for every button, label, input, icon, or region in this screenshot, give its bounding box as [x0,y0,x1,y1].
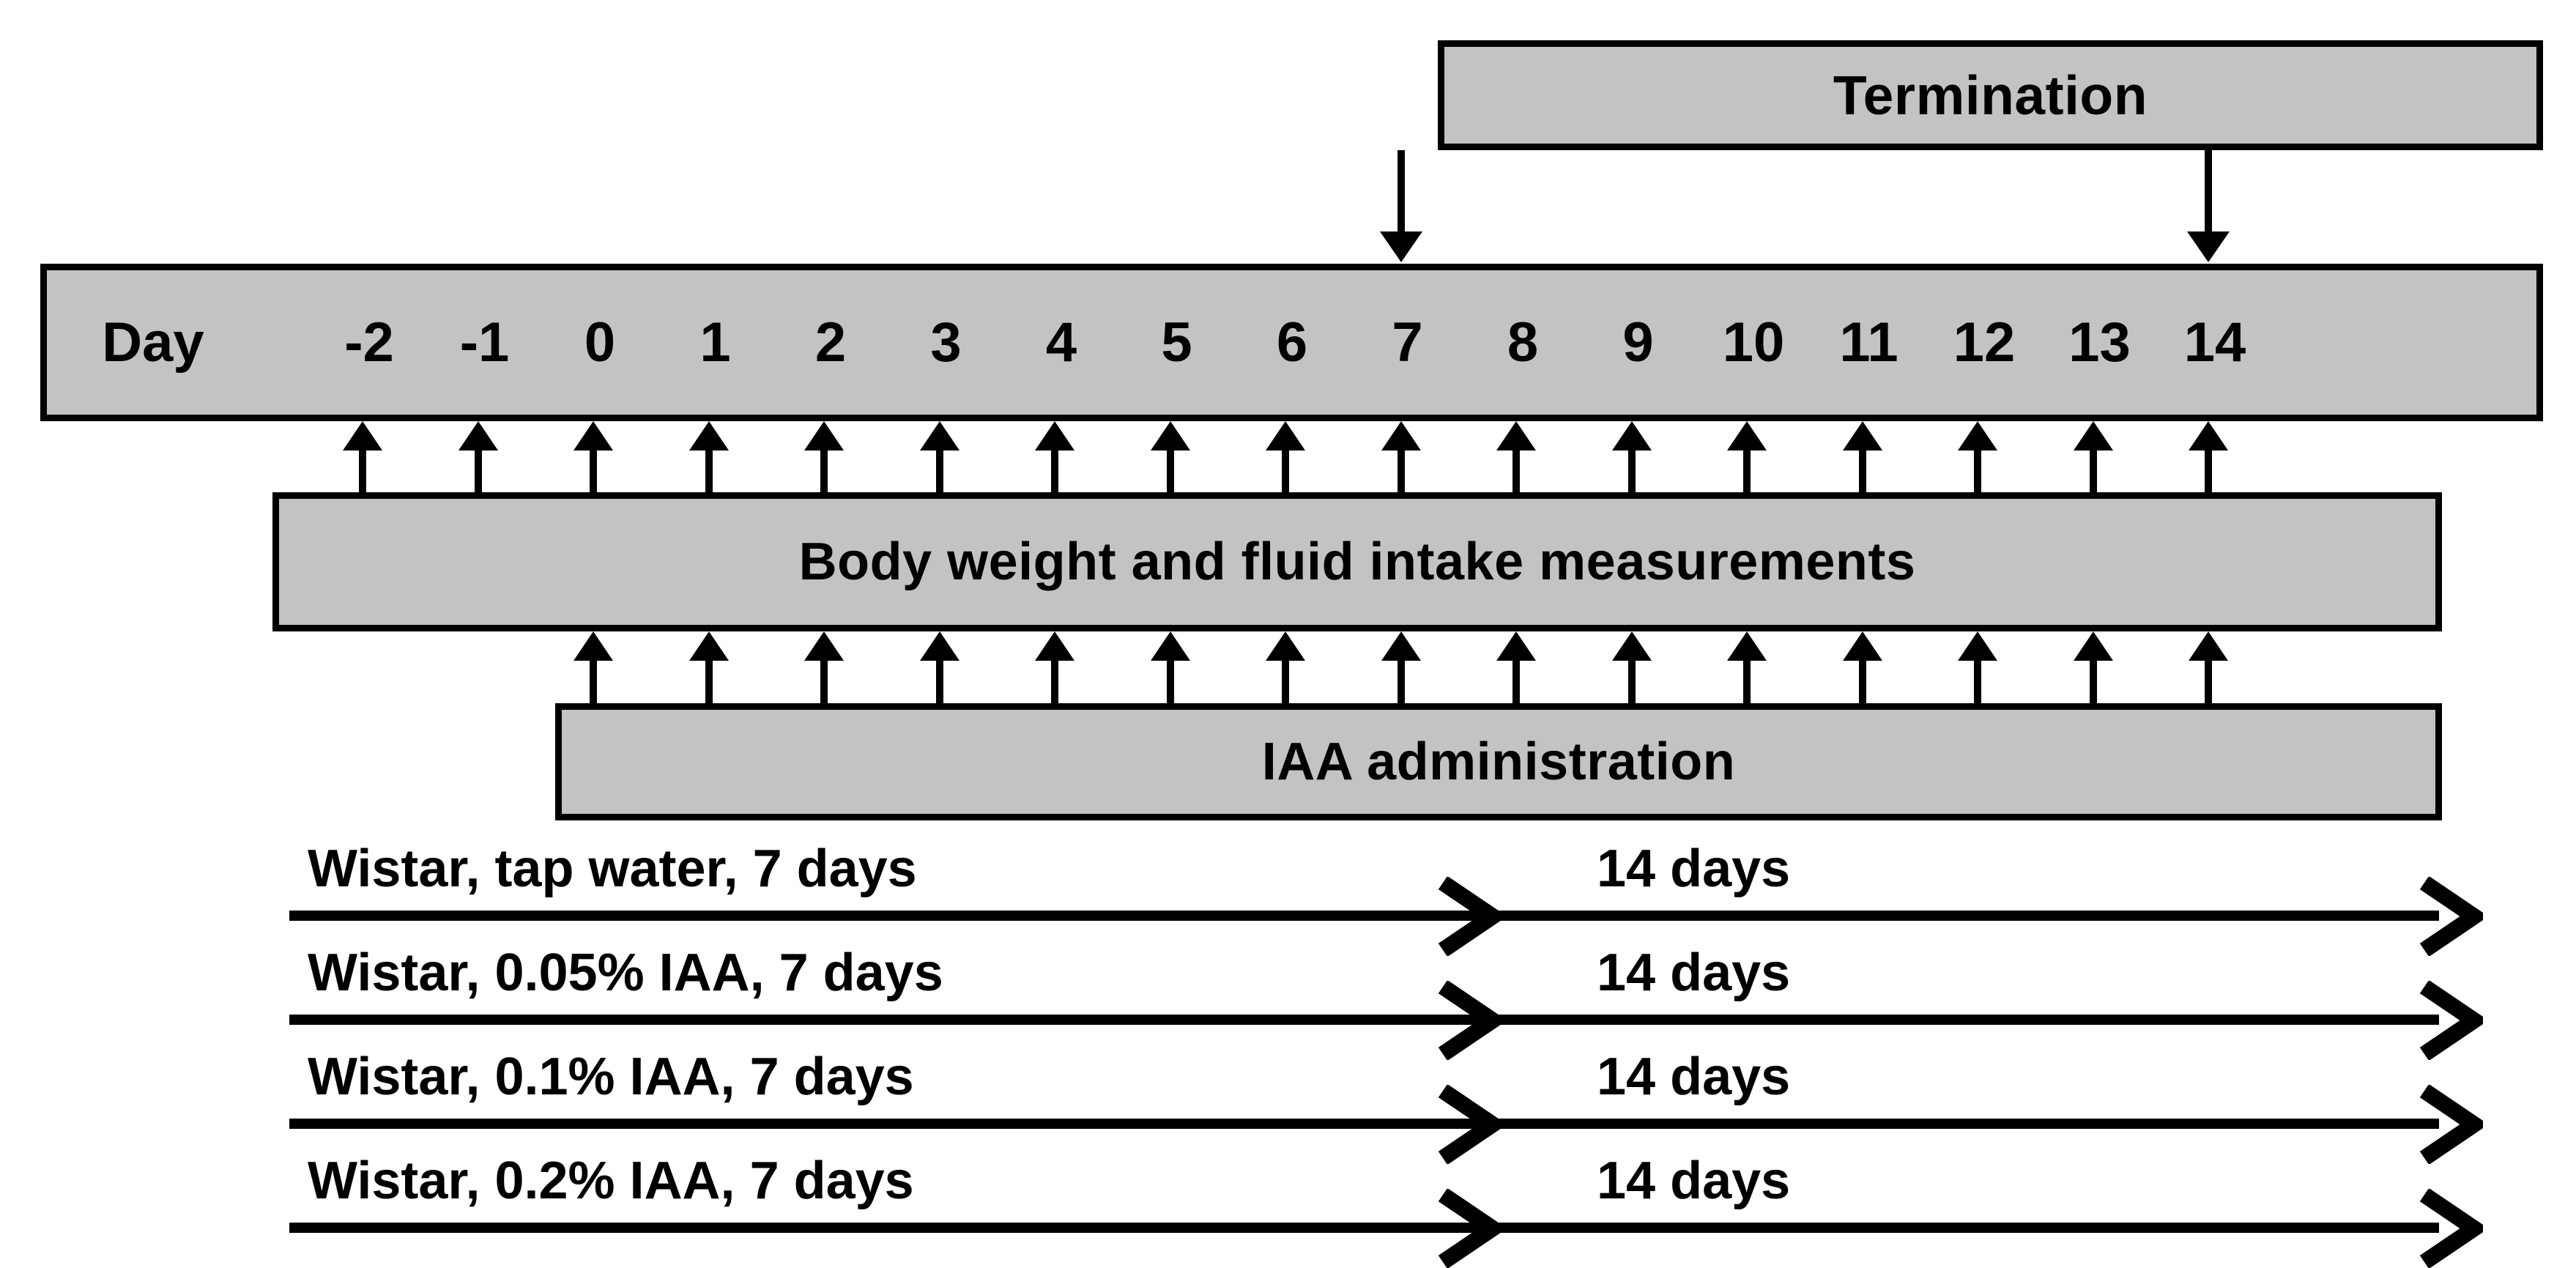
group-timeline-line [289,1119,2439,1129]
bodyweight-up-arrow-day5 [1166,449,1174,494]
group-timeline-line [289,1223,2439,1233]
day-tick-7: 7 [1392,311,1423,374]
chevron-right-icon-midpoint [1436,981,1502,1060]
bodyweight-up-arrow-day7 [1397,449,1405,494]
chevron-right-icon-midpoint [1436,877,1502,956]
day-tick-14: 14 [2183,311,2246,374]
group-duration-label: 14 days [1597,1048,1791,1106]
day-tick-2: 2 [814,311,847,374]
chevron-right-icon-end [2417,1189,2483,1268]
day-tick-3: 3 [930,311,962,374]
bodyweight-up-arrow-day14 [2205,449,2212,494]
bodyweight-up-arrow-day6 [1282,449,1289,494]
group-duration-label: 14 days [1597,839,1791,898]
group-row: Wistar, 0.2% IAA, 7 days 14 days [0,1151,2576,1268]
day-tick-minus1: -1 [459,311,510,374]
bodyweight-up-arrow-day3 [935,449,943,494]
day-tick-8: 8 [1507,311,1539,374]
iaa-label: IAA administration [1261,733,1736,791]
iaa-up-arrow-day4 [1051,659,1058,705]
group-label: Wistar, 0.1% IAA, 7 days [308,1048,914,1106]
iaa-up-arrow-day3 [935,659,943,705]
iaa-up-arrow-day5 [1166,659,1174,705]
termination-box: Termination [1438,40,2543,150]
group-label: Wistar, tap water, 7 days [308,839,917,898]
iaa-up-arrow-day7 [1397,659,1405,705]
group-duration-label: 14 days [1597,943,1791,1002]
day-tick-13: 13 [2068,311,2131,374]
bodyweight-up-arrow-day9 [1627,449,1636,494]
group-timeline-line [289,1015,2439,1025]
bodyweight-up-arrow-day8 [1512,449,1520,494]
bodyweight-up-arrow-day1 [705,449,713,494]
group-duration-label: 14 days [1597,1152,1791,1210]
bodyweight-label: Body weight and fluid intake measurement… [798,533,1916,591]
iaa-up-arrow-day9 [1627,659,1636,705]
chevron-right-icon-end [2417,981,2483,1060]
day-tick-minus2: -2 [344,311,394,374]
bodyweight-up-arrow-day13 [2089,449,2097,494]
group-label: Wistar, 0.05% IAA, 7 days [308,943,943,1002]
iaa-up-arrow-day14 [2205,659,2212,705]
day-tick-10: 10 [1722,311,1785,374]
termination-down-arrow-day14 [2205,150,2212,233]
day-tick-6: 6 [1276,311,1308,374]
day-axis-title: Day [102,311,204,374]
termination-down-arrow-day7 [1397,150,1405,233]
day-tick-0: 0 [584,311,616,374]
iaa-up-arrow-day13 [2089,659,2097,705]
group-label: Wistar, 0.2% IAA, 7 days [308,1152,914,1210]
day-tick-4: 4 [1045,311,1077,374]
bodyweight-up-arrow-day11 [1858,449,1866,494]
iaa-up-arrow-day1 [705,659,713,705]
bodyweight-up-arrow-dayminus2 [359,449,366,494]
day-tick-1: 1 [699,311,731,374]
chevron-right-icon-midpoint [1436,1085,1502,1164]
bodyweight-measurement-bar: Body weight and fluid intake measurement… [272,492,2442,631]
iaa-up-arrow-day2 [820,659,828,705]
bodyweight-up-arrow-day2 [820,449,828,494]
termination-label: Termination [1833,64,2148,126]
day-tick-11: 11 [1839,311,1898,374]
group-row: Wistar, 0.05% IAA, 7 days 14 days [0,943,2576,1060]
iaa-up-arrow-day8 [1512,659,1520,705]
group-timeline-line [289,911,2439,921]
day-tick-5: 5 [1161,311,1192,374]
iaa-up-arrow-day10 [1743,659,1751,705]
bodyweight-up-arrow-day10 [1743,449,1751,494]
iaa-up-arrow-day0 [590,659,597,705]
iaa-up-arrow-day6 [1282,659,1289,705]
iaa-up-arrow-day12 [1974,659,1981,705]
group-row: Wistar, 0.1% IAA, 7 days 14 days [0,1047,2576,1164]
bodyweight-up-arrow-day0 [590,449,597,494]
day-tick-9: 9 [1622,311,1654,374]
group-row: Wistar, tap water, 7 days 14 days [0,839,2576,956]
iaa-up-arrow-day11 [1858,659,1866,705]
day-tick-12: 12 [1953,311,2016,374]
bodyweight-up-arrow-day4 [1051,449,1058,494]
chevron-right-icon-end [2417,1085,2483,1164]
bodyweight-up-arrow-day12 [1974,449,1981,494]
bodyweight-up-arrow-dayminus1 [474,449,482,494]
iaa-administration-bar: IAA administration [555,703,2442,820]
chevron-right-icon-end [2417,877,2483,956]
chevron-right-icon-midpoint [1436,1189,1502,1268]
